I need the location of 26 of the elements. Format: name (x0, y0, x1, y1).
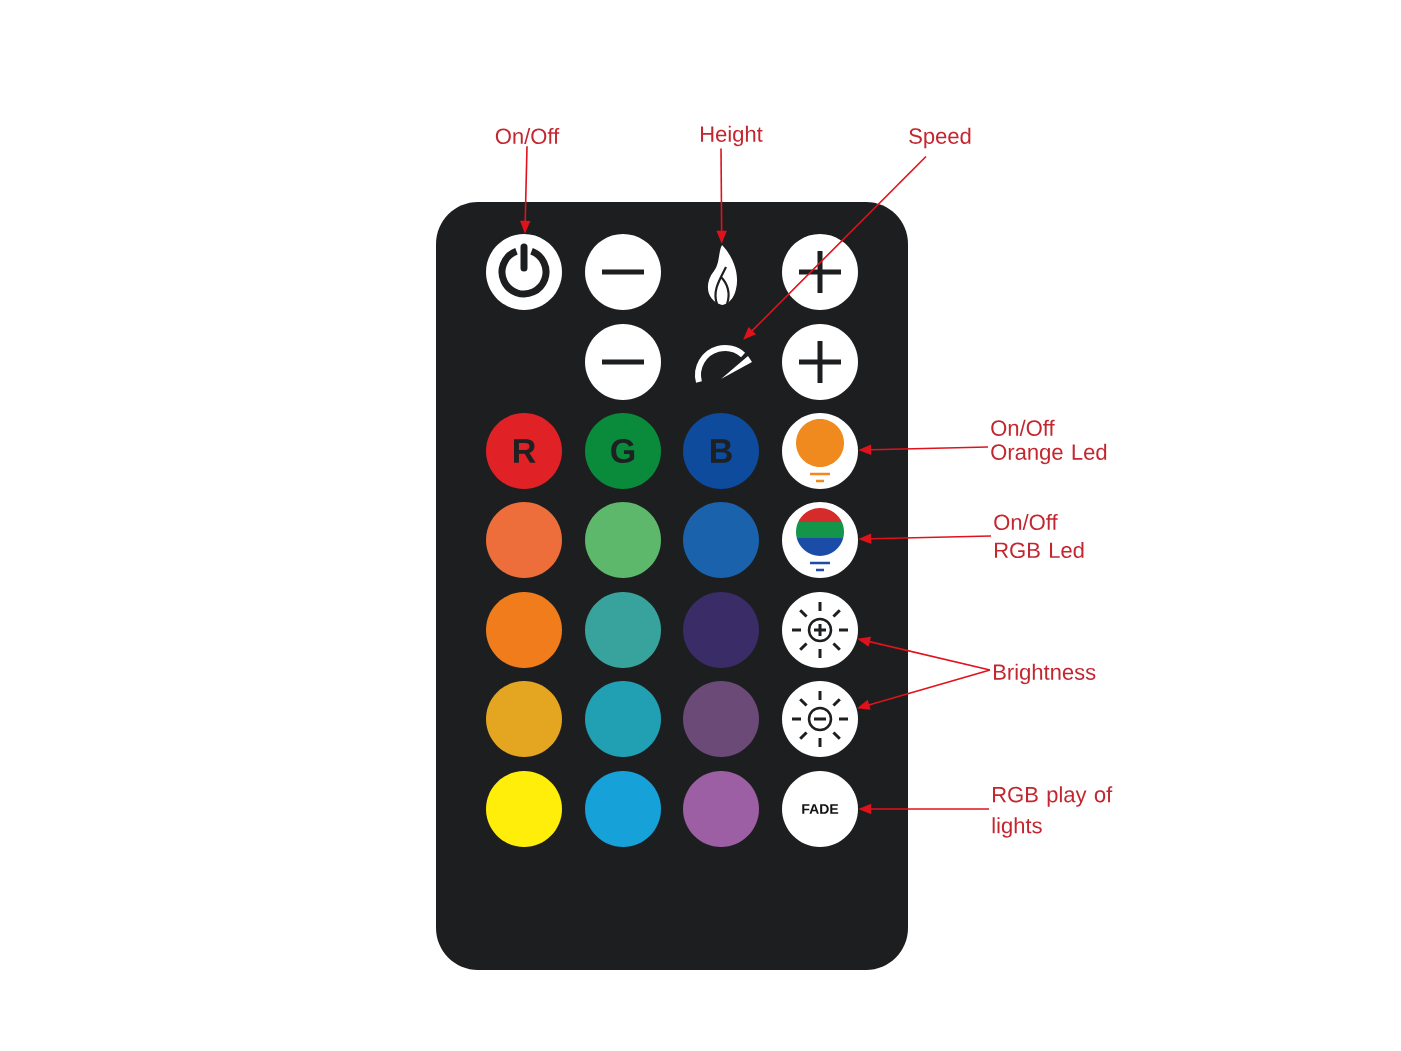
callout-label: On/Off RGB Led (994, 513, 1084, 559)
color-button (585, 681, 661, 757)
callout-label: On/Off (495, 127, 560, 145)
color-button (486, 502, 562, 578)
callout-label: Speed (909, 127, 971, 149)
color-button (683, 502, 759, 578)
color-button (486, 592, 562, 668)
leader-arrow (743, 155, 927, 340)
color-button (585, 592, 661, 668)
callout-label: On/Off Orange Led (991, 419, 1107, 465)
callout-label: Height (701, 125, 763, 147)
color-button (683, 592, 759, 668)
color-button: B (683, 413, 759, 489)
callout-label: RGB play of lights (992, 786, 1113, 838)
color-button (486, 681, 562, 757)
color-button: G (585, 413, 661, 489)
round-button: FADE (782, 771, 858, 847)
color-button (585, 771, 661, 847)
flame-icon (707, 245, 738, 306)
color-button (585, 502, 661, 578)
color-button (486, 771, 562, 847)
color-button (683, 771, 759, 847)
color-button (683, 681, 759, 757)
color-button: R (486, 413, 562, 489)
speedometer-icon (695, 345, 752, 383)
callout-label: Brightness (994, 663, 1096, 685)
